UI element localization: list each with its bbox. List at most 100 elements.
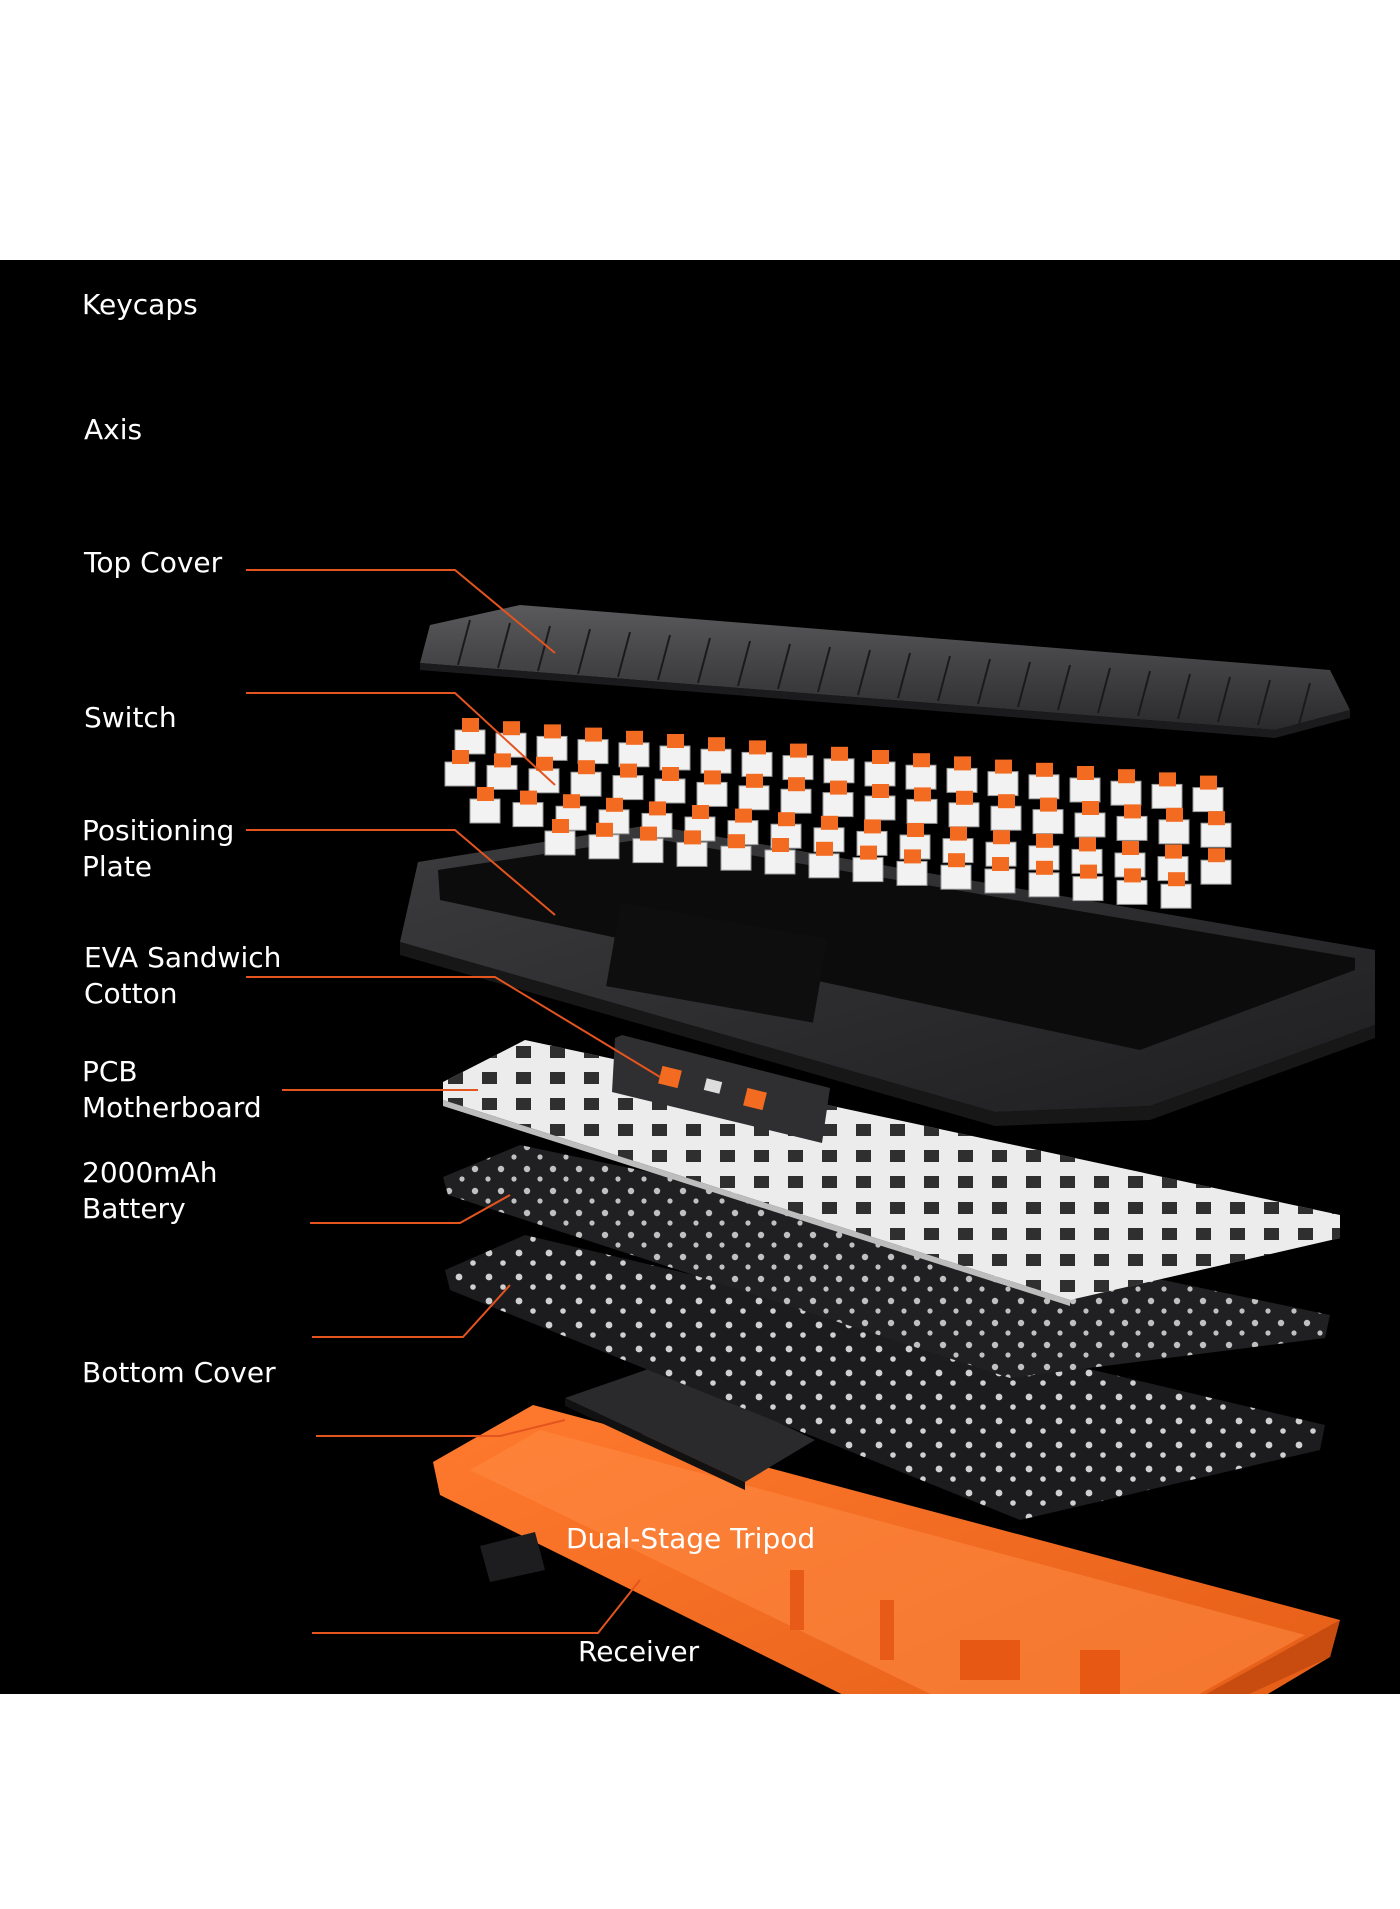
switch-housing [696,781,728,807]
switch-stem [503,721,520,736]
pcb-motherboard-part [445,1235,1325,1520]
switch-stem [494,753,511,768]
switch-stem [704,770,721,785]
switch-housing [780,788,812,814]
keyboard-exploded-diagram [246,569,1375,1694]
switch-housing [1072,876,1104,902]
switch-housing [1116,879,1148,905]
keycap-divider [1297,682,1311,729]
eva-sandwich-cotton-part [443,1145,1330,1378]
switch-stem [772,838,789,852]
switch-stem [1122,841,1139,855]
label-keycaps: Keycaps [82,288,198,321]
switch-housing [905,764,937,790]
keycap-divider [1177,673,1191,720]
exploded-view-panel: Keycaps Axis Top Cover Switch Positionin… [0,260,1400,1694]
switch-housing [1069,777,1101,803]
keycap-divider [657,634,671,681]
switch-stem [864,819,881,834]
switch-stem [578,760,595,775]
switch-stem [708,737,725,752]
switch-housing [544,830,576,856]
switch-stem [1040,797,1057,812]
switch-housing [741,751,773,777]
switch-housing [618,742,650,768]
leader-line-top-cover [246,829,556,916]
switch-stem [1080,864,1097,879]
switch-housing [1116,815,1148,841]
switch-housing [444,761,476,787]
switch-stem [563,794,580,809]
keycap-divider [1137,670,1151,717]
switch-stem [649,801,666,816]
keycap-divider [497,622,511,669]
label-pcb-motherboard: PCB Motherboard [82,1055,262,1124]
switch-housing [946,767,978,793]
switch-stem [1168,872,1185,887]
keycap-divider [897,652,911,699]
switch-housing [822,792,854,818]
leader-line-battery [316,1419,566,1437]
switch-stem [954,756,971,771]
switch-stem [749,740,766,755]
switch-housing [1200,859,1232,885]
label-battery: 2000mAh Battery [82,1156,218,1225]
switch-housing [570,771,602,797]
switch-stem [746,773,763,788]
switch-stem [1159,772,1176,787]
keycap-divider [697,637,711,684]
switch-housing [1151,783,1183,809]
switch-housing [1192,787,1224,813]
label-axis: Axis [84,413,143,446]
switch-housing [808,853,840,879]
switch-stem [995,759,1012,774]
switch-housing [940,864,972,890]
keycaps-part [420,605,1350,738]
switch-stem [462,718,479,732]
switch-stem [830,780,847,795]
switch-housing [1158,819,1190,845]
switch-stem [520,790,537,805]
keycap-divider [617,631,631,678]
switch-stem [684,830,701,845]
switch-housing [654,778,686,804]
switch-stem [1079,837,1096,852]
keycap-divider [1217,676,1231,723]
switch-stem [821,815,838,830]
switch-housing [486,764,518,790]
switch-stem [1166,807,1183,822]
switch-stem [860,845,877,860]
keycap-divider [817,646,831,693]
switch-stem [640,826,657,841]
switch-housing [1074,812,1106,838]
switch-stem [620,763,637,778]
switch-housing [1028,872,1060,898]
switch-part [612,1035,830,1143]
label-top-cover: Top Cover [84,546,223,579]
switch-housing [1032,809,1064,835]
switch-housing [864,761,896,787]
keycap-divider [977,658,991,705]
switch-stem [1208,848,1225,863]
switch-housing [512,802,544,828]
switch-stem [1077,766,1094,780]
switch-stem [872,750,889,764]
switch-stem [667,734,684,748]
switch-stem [552,819,569,833]
switch-stem [1124,804,1141,819]
switch-stem [816,841,833,856]
switch-housing [896,860,928,886]
leader-lines [246,569,661,1634]
leader-line-pcb [312,1284,511,1338]
switch-stem [1036,762,1053,777]
switch-stem [585,727,602,742]
switch-housing [1200,822,1232,848]
switch-stem [907,823,924,837]
battery-part [565,1365,815,1490]
switch-housing [528,768,560,794]
switch-stem [948,853,965,868]
keycap-divider [1097,667,1111,714]
switch-housing [469,798,501,824]
switch-housing [984,868,1016,894]
switch-housing [632,838,664,864]
